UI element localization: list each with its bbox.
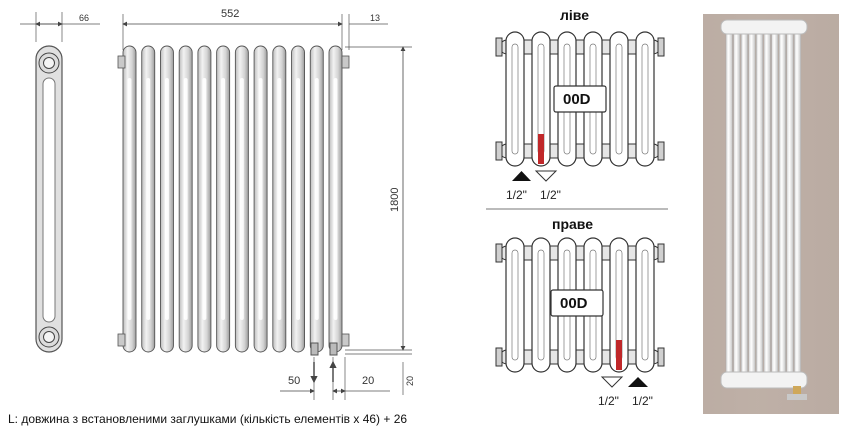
pipe-offset-label: 20 (362, 375, 374, 387)
cap (495, 141, 503, 161)
photo-tube (748, 21, 756, 389)
photo-tube (763, 21, 771, 389)
connection-left-outlet: 1/2" (540, 188, 561, 202)
connection-right-code: 00D (560, 295, 588, 312)
radiator-photo (703, 14, 839, 414)
cap (657, 141, 665, 161)
cap (657, 347, 665, 367)
outlet-arrow-icon (600, 376, 624, 388)
mini-tube-inner (511, 43, 519, 155)
photo-header-top (720, 19, 808, 35)
connection-left-code: 00D (563, 91, 591, 108)
mini-tube-inner (641, 43, 649, 155)
inlet-arrow-icon (512, 171, 531, 181)
photo-tube (756, 21, 764, 389)
tube-highlight (183, 78, 188, 320)
footnote: L: довжина з встановленими заглушками (к… (8, 412, 408, 426)
cap (495, 347, 503, 367)
tube-highlight (258, 78, 263, 320)
tube-highlight (239, 78, 244, 320)
tube-highlight (296, 78, 300, 320)
inlet-arrow-icon (628, 377, 648, 387)
connection-left: ліве 00D 1/2" 1/2" (495, 7, 665, 202)
offset-right-label: 13 (370, 13, 380, 23)
connection-right-inlet: 1/2" (632, 394, 653, 408)
end-cap (117, 55, 126, 69)
end-cap (341, 333, 350, 347)
photo-tube (740, 21, 748, 389)
mini-tube-inner (511, 249, 519, 361)
tube-highlight (202, 78, 207, 320)
cap (657, 243, 665, 263)
photo-tube (786, 21, 794, 389)
bottom-offset-label: 20 (405, 376, 415, 386)
connection-right: праве 00D 1/2" 1/2" (495, 216, 665, 408)
photo-tube (725, 21, 733, 389)
tube-highlight (146, 78, 151, 320)
cap (495, 37, 503, 57)
photo-tube (794, 21, 802, 389)
tube-highlight (314, 78, 319, 320)
connection-right-title: праве (552, 216, 593, 232)
tube-highlight (165, 78, 169, 320)
mini-tube-inner (641, 249, 649, 361)
side-depth-label: 66 (79, 13, 89, 23)
mini-tube-inner (537, 249, 545, 361)
height-label: 1800 (389, 188, 401, 212)
connection-left-inlet: 1/2" (506, 188, 527, 202)
flow-pipe-highlight (538, 134, 544, 164)
end-cap (117, 333, 126, 347)
tube-highlight (277, 78, 282, 320)
mini-tube-inner (615, 43, 623, 155)
tube-highlight (127, 78, 132, 320)
outlet-arrow-icon (534, 170, 558, 182)
tube-highlight (221, 78, 226, 320)
cap (657, 37, 665, 57)
photo-header-bottom (720, 371, 808, 389)
tube-highlight (333, 78, 338, 320)
connection-right-outlet: 1/2" (598, 394, 619, 408)
front-view: 552 13 1800 20 50 20 (117, 8, 415, 400)
connection-left-title: ліве (560, 7, 589, 23)
end-cap (341, 55, 350, 69)
width-label: 552 (221, 8, 239, 20)
flow-pipe-highlight (616, 340, 622, 370)
cap (495, 243, 503, 263)
photo-tube (771, 21, 779, 389)
photo-tube (733, 21, 741, 389)
side-view: 66 (20, 12, 100, 353)
photo-tube (778, 21, 786, 389)
pipe-spacing-label: 50 (288, 375, 300, 387)
